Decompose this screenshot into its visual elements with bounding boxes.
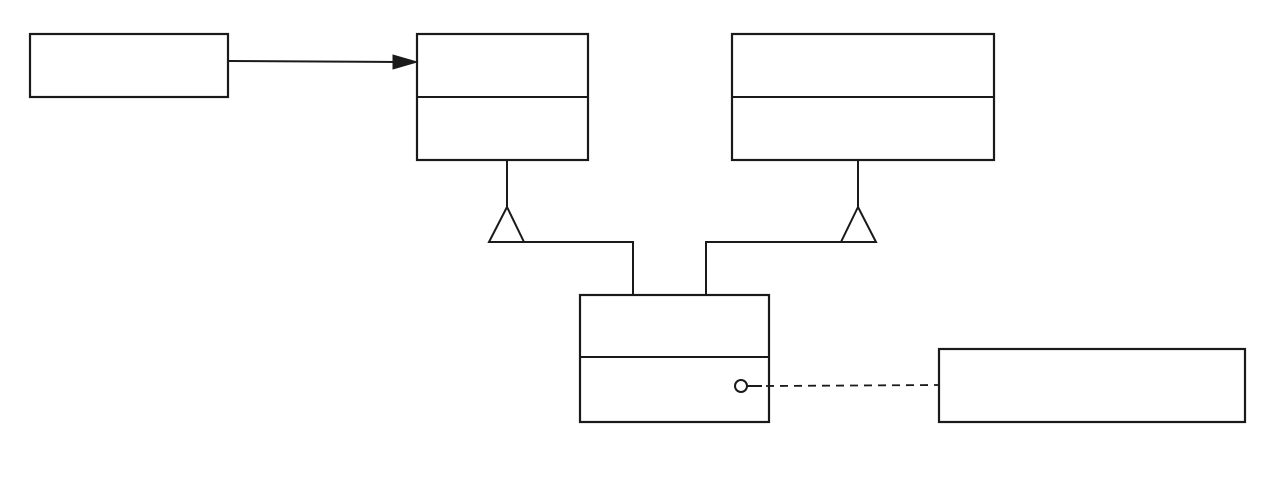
inheritance-line-adaptee-horizontal — [705, 241, 841, 295]
association-line — [227, 60, 397, 63]
association-arrow — [227, 54, 419, 70]
hollow-circle-icon — [734, 379, 748, 393]
inheritance-line-target-horizontal — [524, 241, 634, 295]
inheritance-to-adaptee — [705, 160, 878, 295]
note-link — [734, 379, 940, 393]
adapter-class-box — [578, 293, 771, 424]
client-class-box — [28, 32, 230, 99]
hollow-triangle-icon — [487, 204, 526, 243]
target-class-box — [415, 32, 590, 162]
hollow-triangle-icon — [839, 204, 878, 243]
client-class-frame — [28, 32, 230, 99]
adapter-class-frame — [578, 293, 771, 424]
note-frame — [937, 347, 1247, 424]
filled-arrowhead-icon — [392, 54, 419, 70]
inheritance-to-target — [487, 160, 634, 295]
note-box — [937, 347, 1247, 424]
dashed-note-line — [765, 384, 940, 387]
adaptee-class-box — [730, 32, 996, 162]
